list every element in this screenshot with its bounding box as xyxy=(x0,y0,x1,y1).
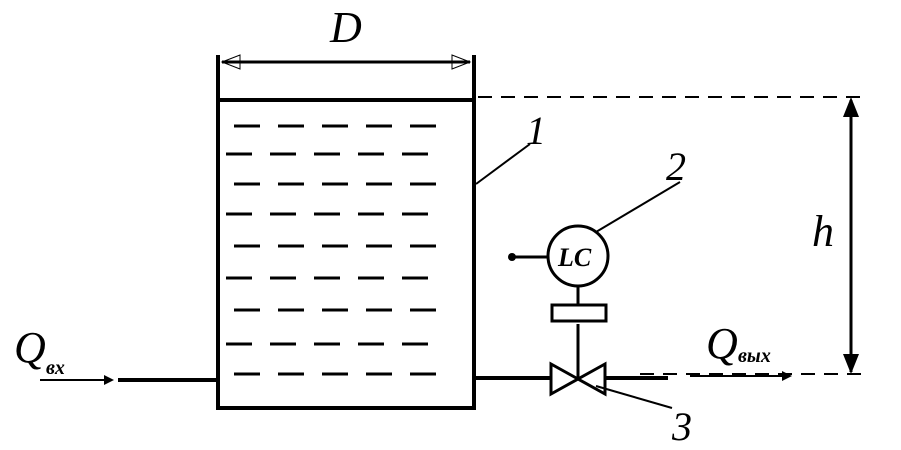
height-dimension xyxy=(843,97,859,374)
tank-walls xyxy=(216,55,476,410)
valve-leader-line xyxy=(595,385,673,409)
outflow-q-label: Q xyxy=(706,319,738,368)
controller-tag: LC xyxy=(557,243,592,272)
inflow-q-label: Q xyxy=(14,323,46,372)
height-label: h xyxy=(812,207,834,256)
controller-signal-dot xyxy=(508,253,516,261)
diameter-dimension xyxy=(220,54,472,70)
tank-leader-line xyxy=(475,143,531,185)
tank-number-label: 1 xyxy=(526,108,546,153)
controller-number-label: 2 xyxy=(666,144,686,189)
liquid-hatching xyxy=(226,124,436,376)
outflow-subscript: вых xyxy=(738,345,771,367)
valve-number-label: 3 xyxy=(671,404,692,449)
valve-actuator xyxy=(550,303,608,323)
diameter-label: D xyxy=(329,3,362,52)
inflow-subscript: вх xyxy=(46,357,65,379)
controller-leader-line xyxy=(595,181,681,233)
control-valve xyxy=(549,285,608,397)
